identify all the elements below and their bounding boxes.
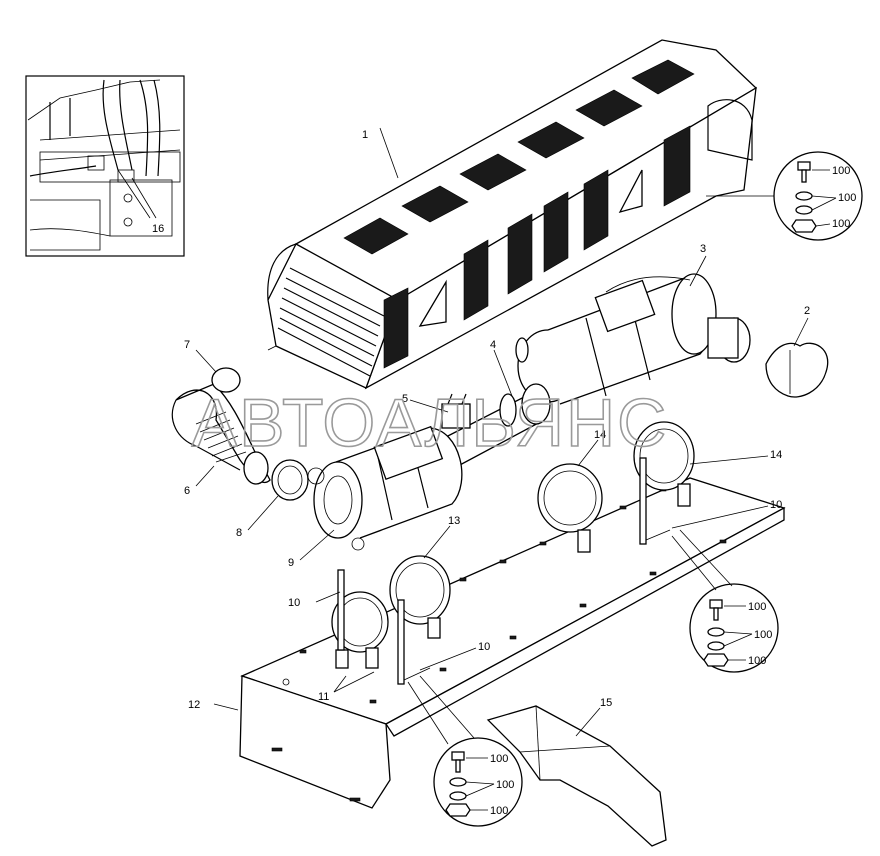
callout-12: 12: [188, 699, 200, 711]
sensor-bracket: 5: [402, 393, 471, 429]
callout-15: 15: [600, 697, 612, 709]
callout-14a: 14: [594, 429, 606, 441]
callout-10a: 10: [288, 597, 300, 609]
fastener1-washer: 100: [838, 192, 856, 204]
fastener2-washer: 100: [754, 629, 772, 641]
callout-8: 8: [236, 527, 242, 539]
flex-hose: 6: [171, 383, 271, 497]
callout-2: 2: [804, 305, 810, 317]
cover-housing: 1: [267, 39, 758, 390]
callout-7: 7: [184, 339, 190, 351]
uprights: [337, 457, 671, 685]
dpf-unit: 3: [515, 243, 751, 405]
callout-3: 3: [700, 243, 706, 255]
callout-11: 11: [318, 691, 329, 703]
callout-14b: 14: [770, 449, 782, 461]
fastener1-nut: 100: [832, 218, 850, 230]
callout-9: 9: [288, 557, 294, 569]
fastener2-bolt: 100: [748, 601, 766, 613]
fastener3-bolt: 100: [490, 753, 508, 765]
fastener3-washer: 100: [496, 779, 514, 791]
callout-5: 5: [402, 393, 408, 405]
callout-10b: 10: [478, 641, 490, 653]
inset-detail: 16: [25, 75, 185, 257]
side-vent-grilles: [383, 125, 691, 369]
fastener3-nut: 100: [490, 805, 508, 817]
callout-13: 13: [448, 515, 460, 527]
hose-clamp-bottom: 8: [236, 459, 309, 539]
fastener1-bolt: 100: [832, 165, 850, 177]
callout-10c: 10: [770, 499, 782, 511]
fastener-group-2: 100 100 100: [671, 529, 779, 673]
fastener2-nut: 100: [748, 655, 766, 667]
fastener-group-1: 100 100 100: [706, 151, 863, 241]
callout-1: 1: [362, 129, 368, 141]
callout-6: 6: [184, 485, 190, 497]
pad: 2: [765, 305, 829, 398]
strap-clamps: [331, 421, 695, 669]
watermark: АВТОАЛЬЯНС: [192, 385, 668, 461]
connecting-pipe: 4: [439, 339, 551, 467]
callout-4: 4: [490, 339, 496, 351]
callout-16: 16: [152, 223, 164, 235]
muffler: 9: [288, 425, 463, 569]
hose-clamp-top: 7: [184, 339, 241, 393]
top-vent-grilles: [343, 59, 695, 255]
support-bracket: 15: [486, 697, 667, 847]
fastener-group-3: 100 100 100: [407, 675, 523, 827]
